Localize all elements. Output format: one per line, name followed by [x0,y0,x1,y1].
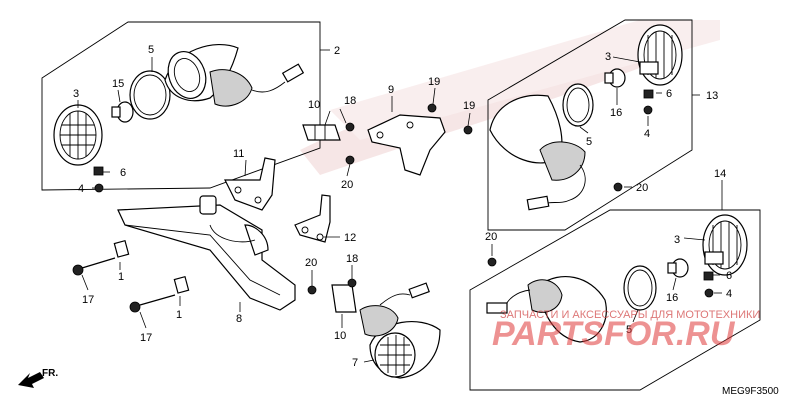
bracket-11 [224,157,276,211]
callout-14: 14 [714,168,726,180]
callout-4-bottom-right: 4 [726,288,732,300]
front-direction-arrow: FR. [18,368,58,388]
nut-6-left [93,166,104,176]
bolt-17-lower [129,275,190,313]
callout-13: 13 [706,90,718,102]
lens-3-right-bottom [702,214,748,276]
gasket-5-right [562,83,594,127]
callout-2: 2 [334,45,340,57]
bolt-19-b [463,125,473,135]
bolt-20-bottom [487,257,497,267]
callout-labels: 1 1 2 3 3 3 4 4 4 5 5 5 6 6 6 7 8 9 10 1… [73,44,732,369]
callout-16-top: 16 [610,107,622,119]
callout-3-bottom-right: 3 [674,234,680,246]
gasket-5-left [129,70,171,120]
bolt-17-upper [72,239,130,276]
bolt-18-top [345,122,355,132]
screw-4-left [94,183,104,193]
nut-6-right-top [643,89,654,99]
gasket-5-bottom [623,265,657,311]
callout-18-top: 18 [344,95,356,107]
bulb-15 [111,101,134,123]
turn-signal-housing-2 [164,44,305,107]
bracket-9 [367,114,446,176]
callout-3-left: 3 [73,88,79,100]
callout-5-bottom: 5 [626,324,632,336]
callout-19-b: 19 [463,100,475,112]
callout-5-left: 5 [148,44,154,56]
watermark-logo: PARTSFOR.RU [492,315,736,353]
callout-1-b: 1 [176,309,182,321]
callout-1-a: 1 [118,271,124,283]
group-box-2 [41,21,321,191]
leader-lines [77,56,722,363]
callout-12: 12 [344,232,356,244]
callout-10-bottom: 10 [334,330,346,342]
screw-4-right-bottom [704,288,714,298]
callout-8: 8 [236,313,242,325]
clip-10-top [302,124,341,141]
callout-20-center: 20 [341,179,353,191]
bulb-16-bottom [667,258,689,278]
screw-4-right-top [643,105,653,115]
lens-3-right-top [637,24,683,86]
nut-6-right-bottom [703,271,714,281]
callout-4-top-right: 4 [644,128,650,140]
turn-signal-housing-13 [489,94,586,211]
callout-18-bottom: 18 [346,253,358,265]
group-box-13 [487,19,693,231]
callout-17-b: 17 [140,332,152,344]
stay-bar-8 [117,195,296,311]
callout-7: 7 [352,357,358,369]
watermark: ЗАПЧАСТИ И АКСЕССУАРЫ ДЛЯ МОТОТЕХНИКИ PA… [492,309,760,353]
callout-20-right: 20 [636,182,648,194]
callout-6-top-right: 6 [666,88,672,100]
bolt-20-lower [307,285,317,295]
callout-6-left: 6 [120,167,126,179]
callout-20-bottom: 20 [485,231,497,243]
bolt-19-a [427,103,437,113]
lens-3-left [53,104,103,166]
callout-20-lower: 20 [305,257,317,269]
turn-signal-housing-14 [486,276,607,343]
bulb-16-top [604,68,626,88]
watermark-caption: ЗАПЧАСТИ И АКСЕССУАРЫ ДЛЯ МОТОТЕХНИКИ [500,309,760,321]
callout-9: 9 [388,84,394,96]
callout-15: 15 [112,78,124,90]
callout-10-top: 10 [308,99,320,111]
clip-10-bottom [331,284,357,313]
diagram-code: MEG9F3500 [722,386,779,397]
bolt-18-bottom [347,278,357,288]
callout-4-left: 4 [78,183,84,195]
callout-5-top-right: 5 [586,136,592,148]
bracket-12 [294,194,331,243]
callout-16-bottom: 16 [666,292,678,304]
bolt-20-center [345,155,355,165]
front-label: FR. [42,368,58,379]
turn-signal-7 [359,282,441,379]
callout-17-a: 17 [82,294,94,306]
bolt-20-right-top [613,182,623,192]
callout-19-a: 19 [428,76,440,88]
group-box-14 [469,209,761,391]
callout-11: 11 [233,148,244,160]
callout-6-bottom-right: 6 [726,270,732,282]
callout-3-top-right: 3 [605,51,611,63]
